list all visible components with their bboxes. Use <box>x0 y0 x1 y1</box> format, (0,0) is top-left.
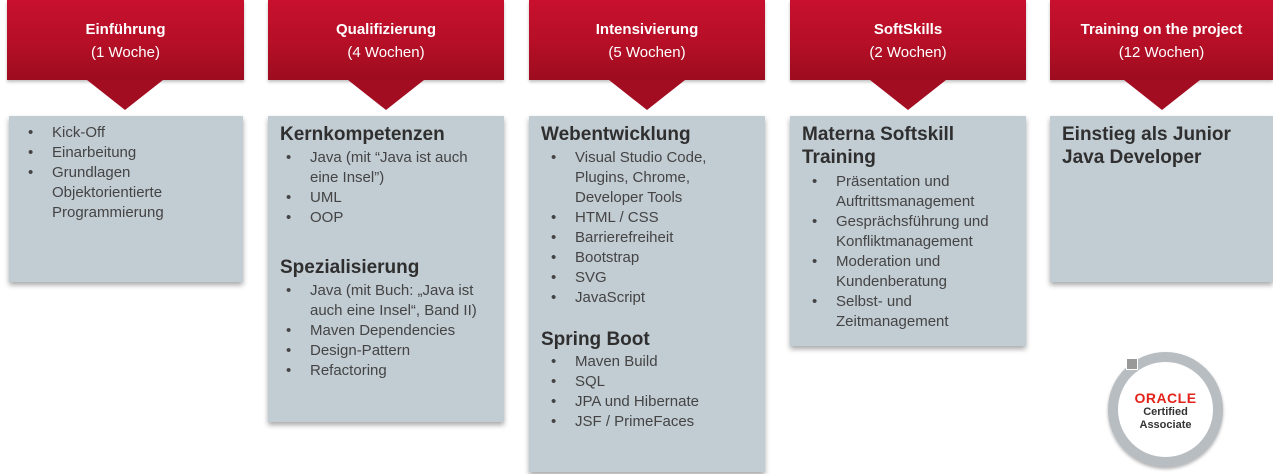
oracle-logo: ORACLE <box>1134 390 1197 406</box>
phase-content-box: Webentwicklung Visual Studio Code, Plugi… <box>529 116 765 472</box>
badge-corner-icon <box>1126 358 1138 370</box>
phase-title: SoftSkills <box>873 21 943 38</box>
list-item: Design-Pattern <box>286 341 500 361</box>
phase-arrow <box>609 80 685 110</box>
oracle-certified-badge: ORACLE Certified Associate <box>1108 352 1223 467</box>
list-item: Barrierefreiheit <box>551 228 761 248</box>
list-item: Visual Studio Code, Plugins, Chrome, Dev… <box>551 148 761 208</box>
list-item: Java (mit Buch: „Java ist auch eine Inse… <box>286 281 500 321</box>
section-items: Maven Build SQL JPA und Hibernate JSF / … <box>551 352 761 432</box>
phase-arrow <box>1124 80 1200 110</box>
section-heading: Materna Softskill Training <box>802 124 955 168</box>
section-heading: Kernkompetenzen <box>280 124 445 145</box>
phase-content-box: Materna Softskill Training Präsentation … <box>790 116 1026 346</box>
phase-title: Training on the project <box>1080 21 1243 38</box>
list-item: Maven Build <box>551 352 761 372</box>
list-item: Präsentation und Auftrittsmanagement <box>812 172 1022 212</box>
list-item: JPA und Hibernate <box>551 392 761 412</box>
phase-arrow <box>87 80 163 110</box>
list-item: Grundlagen Objektorientierte Programmier… <box>28 163 237 223</box>
badge-line-associate: Associate <box>1139 419 1192 431</box>
phase-duration: (1 Woche) <box>91 44 160 61</box>
section-heading: Einstieg als Junior Java Developer <box>1062 124 1231 168</box>
phase-content-box: Kernkompetenzen Java (mit “Java ist auch… <box>268 116 504 422</box>
phase-duration: (12 Wochen) <box>1118 44 1205 61</box>
section-items: Präsentation und Auftrittsmanagement Ges… <box>812 172 1022 332</box>
list-item: Refactoring <box>286 361 500 381</box>
phase-arrow <box>348 80 424 110</box>
list-item: Kick-Off <box>28 123 237 143</box>
phase-header: Training on the project (12 Wochen) <box>1050 0 1273 80</box>
badge-inner: ORACLE Certified Associate <box>1118 362 1213 457</box>
list-item: Selbst- und Zeitmanagement <box>812 292 1022 332</box>
section-heading: Spring Boot <box>541 329 650 350</box>
section-items: Visual Studio Code, Plugins, Chrome, Dev… <box>551 148 761 308</box>
phase-header: Intensivierung (5 Wochen) <box>529 0 765 80</box>
list-item: JavaScript <box>551 288 761 308</box>
list-item: OOP <box>286 208 500 228</box>
phase-duration: (4 Wochen) <box>347 44 425 61</box>
list-item: Bootstrap <box>551 248 761 268</box>
list-item: Maven Dependencies <box>286 321 500 341</box>
section-items: Java (mit “Java ist auch eine Insel”) UM… <box>286 148 500 228</box>
phase-arrow <box>870 80 946 110</box>
list-item: Moderation und Kundenberatung <box>812 252 1022 292</box>
list-item: JSF / PrimeFaces <box>551 412 761 432</box>
phase-title: Einführung <box>85 21 166 38</box>
list-item: Java (mit “Java ist auch eine Insel”) <box>286 148 500 188</box>
phase-duration: (2 Wochen) <box>869 44 947 61</box>
list-item: SQL <box>551 372 761 392</box>
badge-line-certified: Certified <box>1143 406 1188 418</box>
section-heading: Spezialisierung <box>280 257 420 278</box>
phase-title: Qualifizierung <box>335 21 436 38</box>
list-item: HTML / CSS <box>551 208 761 228</box>
list-item: SVG <box>551 268 761 288</box>
list-item: UML <box>286 188 500 208</box>
phase-content-box: Einstieg als Junior Java Developer <box>1050 116 1273 282</box>
phase-duration: (5 Wochen) <box>608 44 686 61</box>
phase-header: Qualifizierung (4 Wochen) <box>268 0 504 80</box>
list-item: Einarbeitung <box>28 143 237 163</box>
list-item: Gesprächsführung und Konfliktmanagement <box>812 212 1022 252</box>
section-items: Java (mit Buch: „Java ist auch eine Inse… <box>286 281 500 381</box>
phase-items: Kick-Off Einarbeitung Grundlagen Objekto… <box>28 123 237 223</box>
section-heading: Webentwicklung <box>541 124 691 145</box>
phase-header: Einführung (1 Woche) <box>7 0 244 80</box>
phase-title: Intensivierung <box>595 21 699 38</box>
phase-header: SoftSkills (2 Wochen) <box>790 0 1026 80</box>
phase-content-box: Kick-Off Einarbeitung Grundlagen Objekto… <box>9 116 243 282</box>
